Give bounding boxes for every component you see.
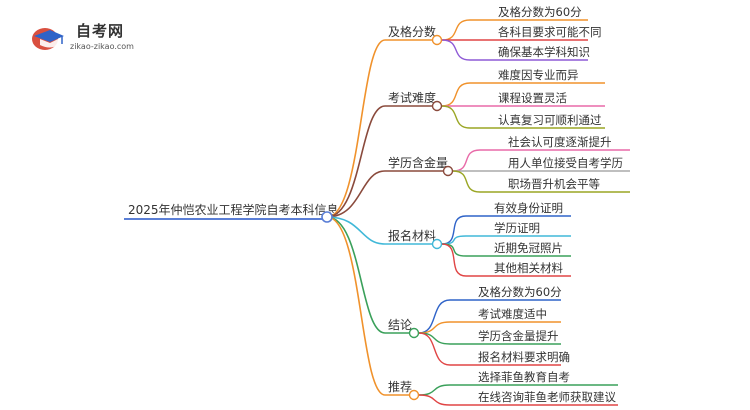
branch-node-4 bbox=[431, 238, 443, 250]
graduation-cap-icon bbox=[30, 22, 66, 52]
branch-label-5: 结论 bbox=[388, 318, 412, 332]
leaf-connector-5-4 bbox=[418, 332, 451, 366]
leaf-label-3-3: 职场晋升机会平等 bbox=[508, 177, 600, 191]
leaf-connector-3-3 bbox=[452, 170, 481, 193]
site-logo[interactable]: 自考网 zikao-zikao.com bbox=[30, 18, 170, 58]
leaf-label-2-3: 认真复习可顺利通过 bbox=[498, 113, 602, 127]
leaf-connector-2-3 bbox=[441, 105, 471, 129]
leaf-label-1-3: 确保基本学科知识 bbox=[498, 45, 590, 59]
leaf-connector-5-2 bbox=[418, 321, 451, 334]
leaf-label-3-2: 用人单位接受自考学历 bbox=[508, 156, 623, 170]
branch-node-6 bbox=[408, 389, 420, 401]
branch-connector-6 bbox=[326, 216, 386, 396]
leaf-connector-3-1 bbox=[452, 149, 481, 172]
logo-domain-text: zikao-zikao.com bbox=[70, 42, 134, 51]
branch-connector-2 bbox=[326, 105, 386, 218]
leaf-connector-4-2 bbox=[441, 235, 467, 245]
logo-brand-text: 自考网 bbox=[76, 22, 125, 40]
branch-label-3: 学历含金量 bbox=[388, 155, 448, 170]
branch-node-2 bbox=[431, 100, 443, 112]
branch-label-4: 报名材料 bbox=[388, 228, 436, 243]
branch-node-5 bbox=[408, 327, 420, 339]
root-topic-label: 2025年仲恺农业工程学院自考本科信息 bbox=[128, 202, 339, 217]
leaf-label-6-1: 选择菲鱼教育自考 bbox=[478, 370, 570, 384]
leaf-label-1-1: 及格分数为60分 bbox=[498, 5, 582, 19]
leaf-label-4-2: 学历证明 bbox=[494, 221, 540, 235]
leaf-label-4-3: 近期免冠照片 bbox=[494, 241, 563, 255]
leaf-label-5-4: 报名材料要求明确 bbox=[478, 350, 570, 364]
leaf-label-5-2: 考试难度适中 bbox=[478, 307, 547, 321]
branch-label-1: 及格分数 bbox=[388, 24, 436, 39]
branch-node-1 bbox=[431, 34, 443, 46]
leaf-connector-4-3 bbox=[441, 243, 467, 257]
leaf-connector-5-3 bbox=[418, 332, 451, 345]
branch-connector-5 bbox=[326, 216, 386, 334]
leaf-label-2-1: 难度因专业而异 bbox=[498, 68, 579, 82]
root-node bbox=[321, 211, 333, 223]
branch-label-2: 考试难度 bbox=[388, 90, 436, 105]
leaf-connector-1-3 bbox=[441, 39, 471, 61]
leaf-connector-2-1 bbox=[441, 82, 471, 107]
branch-label-6: 推荐 bbox=[388, 380, 412, 394]
leaf-connector-6-1 bbox=[418, 384, 451, 396]
leaf-label-5-3: 学历含金量提升 bbox=[478, 329, 559, 343]
leaf-label-6-2: 在线咨询菲鱼老师获取建议 bbox=[478, 390, 616, 404]
branch-connector-4 bbox=[326, 216, 386, 245]
branch-connector-1 bbox=[326, 39, 386, 218]
leaf-label-2-2: 课程设置灵活 bbox=[498, 91, 567, 105]
leaf-connector-6-2 bbox=[418, 394, 451, 406]
leaf-label-3-1: 社会认可度逐渐提升 bbox=[508, 135, 612, 149]
leaf-label-4-4: 其他相关材料 bbox=[494, 261, 563, 275]
branch-node-3 bbox=[442, 165, 454, 177]
leaf-label-5-1: 及格分数为60分 bbox=[478, 285, 562, 299]
leaf-label-1-2: 各科目要求可能不同 bbox=[498, 25, 602, 39]
branch-connector-3 bbox=[326, 170, 386, 218]
leaf-connector-1-1 bbox=[441, 19, 471, 41]
leaf-label-4-1: 有效身份证明 bbox=[494, 201, 563, 215]
leaf-connector-4-4 bbox=[441, 243, 467, 277]
